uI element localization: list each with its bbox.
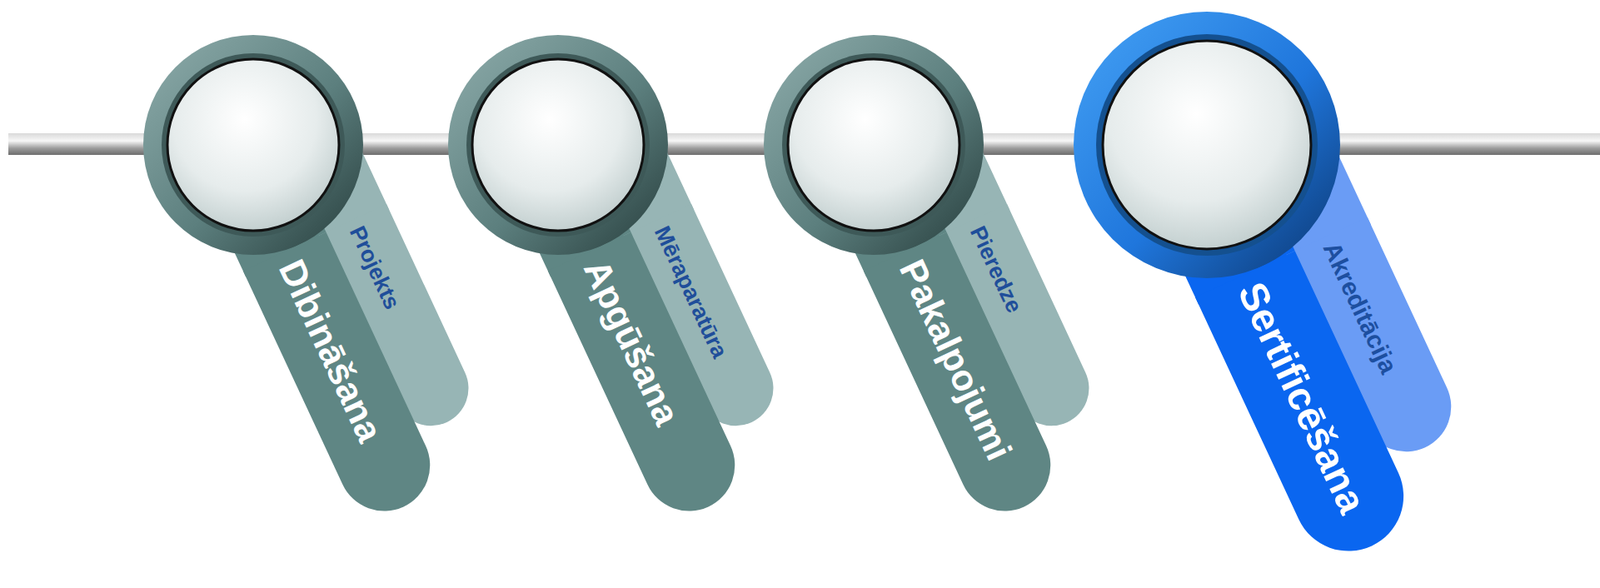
- knob: [1073, 11, 1341, 279]
- knob: [763, 34, 984, 255]
- knob: [143, 34, 364, 255]
- knob: [448, 34, 668, 255]
